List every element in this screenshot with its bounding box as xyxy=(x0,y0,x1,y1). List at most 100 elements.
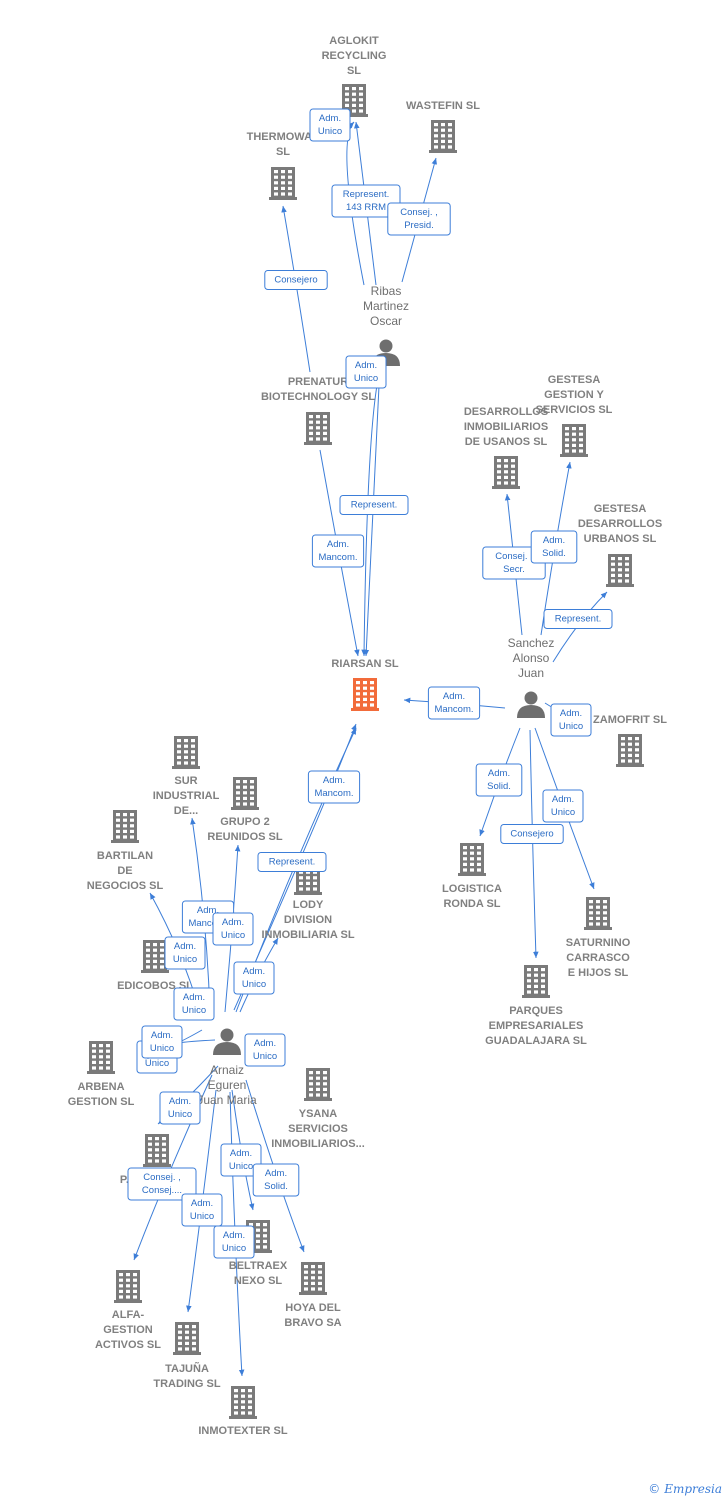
node-label: Juan Maria xyxy=(197,1093,257,1107)
edge-label-arnaiz-to-riarsan[interactable]: Adm.Mancom. xyxy=(307,770,361,804)
building-icon xyxy=(606,554,634,587)
edge-label-text: Unico xyxy=(190,1211,214,1222)
edge-label-sanchez-to-saturnino[interactable]: Adm.Unico xyxy=(542,789,584,823)
building-icon xyxy=(269,167,297,200)
node-label: SERVICIOS SL xyxy=(536,404,613,416)
edge-label-sanchez-to-riarsan[interactable]: Adm. Mancom. xyxy=(427,686,481,720)
node-label: SERVICIOS xyxy=(288,1123,348,1135)
edge-label-arnaiz-to-edicobos[interactable]: Adm.Unico xyxy=(173,987,215,1021)
edge-label-arnaiz-to-grupo2[interactable]: Adm.Unico xyxy=(212,912,254,946)
node-label: Eguren xyxy=(208,1078,247,1092)
edge-label-ribas-to-riarsan[interactable]: Represent. xyxy=(339,495,409,515)
edge-label-sanchez-to-gestesa_serv[interactable]: Adm.Solid. xyxy=(530,530,578,564)
building-icon xyxy=(584,897,612,930)
building-icon xyxy=(172,736,200,769)
edge-label-text: Presid. xyxy=(404,220,434,231)
edge-label-ribas-to-aglokit[interactable]: Represent.143 RRM xyxy=(331,184,401,218)
node-label: Martinez xyxy=(363,299,409,313)
node-label: AGLOKIT xyxy=(329,35,379,47)
edge-label-sanchez-to-gestesa_urb[interactable]: Represent. xyxy=(543,609,613,629)
building-icon xyxy=(616,734,644,767)
node-ysana[interactable]: YSANASERVICIOSINMOBILIARIOS... xyxy=(271,1068,365,1150)
edge-label-arnaiz-to-lody[interactable]: Adm.Unico xyxy=(233,961,275,995)
edge-label-sanchez-to-parques[interactable]: Consejero xyxy=(500,824,564,844)
edge-label-sanchez-to-desarrollos_usanos[interactable]: Consej. ,Secr. xyxy=(482,546,546,580)
edge-label-arnaiz-to-tajuna[interactable]: Adm. Unico xyxy=(181,1193,223,1227)
edge-label-prenatur-to-thermowas[interactable]: Consejero xyxy=(264,270,328,290)
node-zamofrit[interactable]: ZAMOFRIT SL xyxy=(593,714,667,767)
building-icon xyxy=(429,120,457,153)
building-icon xyxy=(560,424,588,457)
edge-label-text: Adm. xyxy=(327,539,349,550)
node-label: Juan xyxy=(518,666,544,680)
node-label: HOYA DEL xyxy=(285,1302,341,1314)
node-label: SATURNINO xyxy=(566,937,631,949)
edge-label-text: Mancom. xyxy=(434,704,473,715)
edge-label-ribas-to-riarsan[interactable]: Adm.Unico xyxy=(345,355,387,389)
edge-label-text: Mancom. xyxy=(314,788,353,799)
edge-label-sanchez-to-zamofrit[interactable]: Adm.Unico xyxy=(550,703,592,737)
node-label: INMOTEXTER SL xyxy=(198,1425,288,1437)
edge-label-arnaiz-to-alfa[interactable]: Consej. ,Consej.... xyxy=(127,1167,197,1201)
edge-label-arnaiz-to-hoya[interactable]: Adm.Solid. xyxy=(252,1163,300,1197)
edge-label-ribas-to-aglokit[interactable]: Adm.Unico xyxy=(309,108,351,142)
node-label: DE xyxy=(117,865,132,877)
node-label: Alonso xyxy=(513,651,550,665)
edge-label-text: Unico xyxy=(318,126,342,137)
node-sur_industrial[interactable]: SURINDUSTRIALDE... xyxy=(153,736,220,817)
node-label: PARQUES xyxy=(509,1005,563,1017)
node-label: Ribas xyxy=(371,284,402,298)
edge-label-arnaiz-to-inmotexter[interactable]: Adm.Unico xyxy=(213,1225,255,1259)
edge-label-text: Unico xyxy=(150,1043,174,1054)
edge-label-arnaiz-to-bartilan[interactable]: Adm.Unico xyxy=(164,936,206,970)
edge-label-arnaiz-to-ysana[interactable]: Adm.Unico xyxy=(244,1033,286,1067)
node-label: BRAVO SA xyxy=(284,1317,341,1329)
edge-label-text: Unico xyxy=(182,1005,206,1016)
node-label: GESTION Y xyxy=(544,389,604,401)
edge-label-text: Adm. xyxy=(443,691,465,702)
edge-label-text: Represent. xyxy=(351,500,397,511)
edge-label-arnaiz-to-p_company[interactable]: Adm.Unico xyxy=(159,1091,201,1125)
node-hoya[interactable]: HOYA DEL BRAVO SA xyxy=(284,1262,342,1329)
node-p_company[interactable]: P... xyxy=(120,1134,171,1186)
node-riarsan[interactable]: RIARSAN SL xyxy=(331,658,399,711)
node-wastefin[interactable]: WASTEFIN SL xyxy=(406,100,480,153)
edge-label-sanchez-to-logistica[interactable]: Adm.Solid. xyxy=(475,763,523,797)
edge-label-text: Consej. , xyxy=(400,207,438,218)
footer-brand[interactable]: ©Empresia xyxy=(648,1482,722,1496)
edge-label-prenatur-to-riarsan[interactable]: Adm.Mancom. xyxy=(311,534,365,568)
edge-label-arnaiz-to-arbena[interactable]: Adm.Unico xyxy=(141,1025,183,1059)
edge-label-arnaiz-to-beltraex[interactable]: Adm.Unico xyxy=(220,1143,262,1177)
brand-name: Empresia xyxy=(664,1482,722,1496)
edge-label-ribas-to-wastefin[interactable]: Consej. , Presid. xyxy=(387,202,451,236)
edge-label-text: Consej. , xyxy=(143,1172,181,1183)
edge-label-text: Adm. xyxy=(543,535,565,546)
node-inmotexter[interactable]: INMOTEXTER SL xyxy=(198,1386,288,1437)
node-label: BELTRAEX xyxy=(229,1260,288,1272)
node-label: URBANOS SL xyxy=(584,533,657,545)
building-icon xyxy=(141,940,169,973)
edge-label-text: Adm. xyxy=(191,1198,213,1209)
node-label: Sanchez xyxy=(508,636,555,650)
node-label: GESTION SL xyxy=(68,1096,135,1108)
edge-label-arnaiz-to-riarsan[interactable]: Represent. xyxy=(257,852,327,872)
